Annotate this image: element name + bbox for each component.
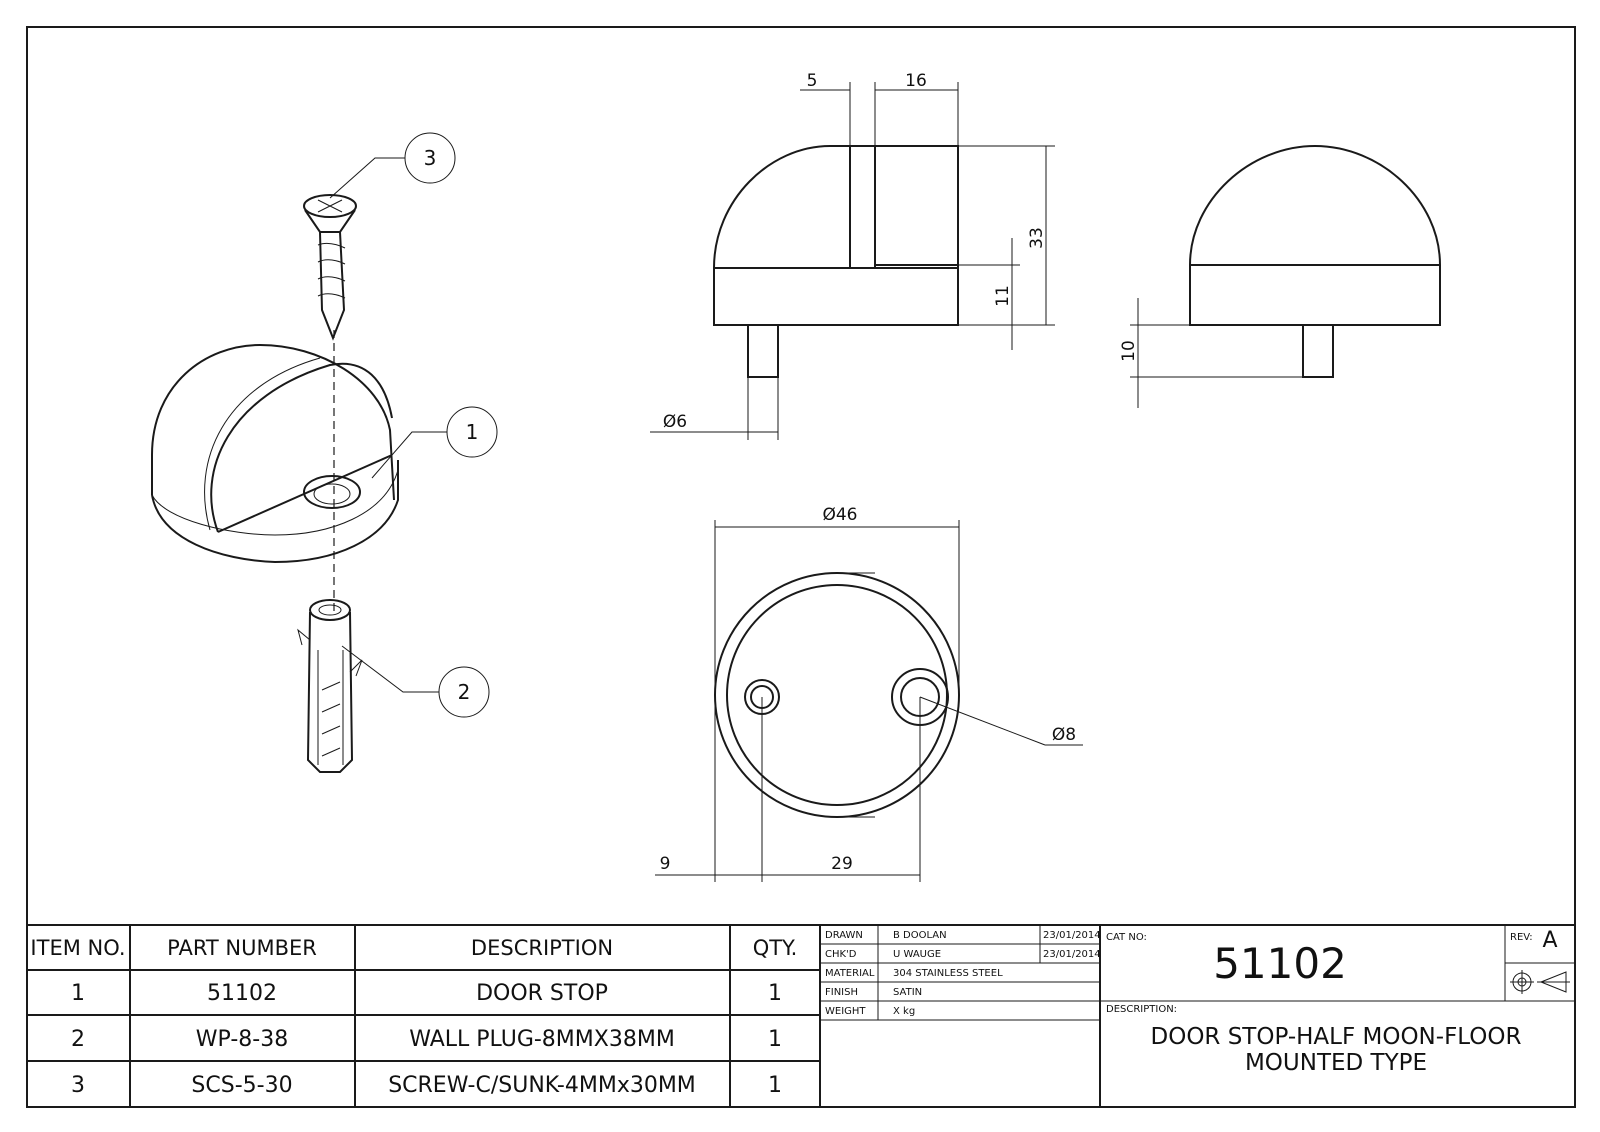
bom-row-item: 3 xyxy=(71,1073,85,1098)
svg-text:Ø8: Ø8 xyxy=(1052,725,1076,745)
bom-row-qty: 1 xyxy=(768,1073,782,1098)
isometric-exploded-view: 3 1 2 xyxy=(151,132,498,773)
side-pin xyxy=(1302,324,1334,378)
rev-value: A xyxy=(1542,928,1557,953)
svg-text:5: 5 xyxy=(807,71,818,91)
bom-row-desc: DOOR STOP xyxy=(476,981,608,1006)
bom-header-part: PART NUMBER xyxy=(167,936,317,960)
weight-label: WEIGHT xyxy=(825,1006,866,1017)
door-stop-body xyxy=(151,343,399,564)
svg-text:9: 9 xyxy=(660,854,671,874)
bom-row-qty: 1 xyxy=(768,1027,782,1052)
svg-text:16: 16 xyxy=(905,71,927,91)
rev-label: REV: xyxy=(1510,932,1533,943)
dim-base: 11 xyxy=(958,238,1020,350)
svg-text:2: 2 xyxy=(458,680,471,704)
bom-table: ITEM NO. PART NUMBER DESCRIPTION QTY. 1 … xyxy=(27,924,821,1107)
side-view: 10 xyxy=(1119,144,1441,408)
dim-top: 5 16 xyxy=(800,71,959,146)
top-view: Ø46 Ø8 9 29 xyxy=(655,505,1083,882)
finish-label: FINISH xyxy=(825,987,858,998)
projection-symbol-icon xyxy=(1510,970,1570,994)
balloon-3: 3 xyxy=(329,132,456,199)
drawn-label: DRAWN xyxy=(825,930,863,941)
description-line-2: MOUNTED TYPE xyxy=(1245,1050,1427,1076)
front-pin xyxy=(747,324,779,378)
bom-row-item: 2 xyxy=(71,1027,85,1052)
svg-text:1: 1 xyxy=(466,420,479,444)
finish-value: SATIN xyxy=(893,987,922,998)
dim-offsets: 9 29 xyxy=(655,695,921,882)
chkd-name: U WAUGE xyxy=(893,949,941,960)
balloon-1: 1 xyxy=(371,406,498,479)
svg-text:Ø46: Ø46 xyxy=(822,505,857,525)
sheet-border xyxy=(26,26,1576,1108)
cat-number: 51102 xyxy=(1213,939,1347,988)
chkd-label: CHK'D xyxy=(825,949,857,960)
dim-pin-length: 10 xyxy=(1119,298,1303,408)
bom-header-item: ITEM NO. xyxy=(30,936,125,960)
description-label: DESCRIPTION: xyxy=(1106,1004,1177,1015)
bom-row-part: SCS-5-30 xyxy=(191,1073,292,1098)
balloon-2: 2 xyxy=(341,645,490,718)
svg-text:29: 29 xyxy=(831,854,853,874)
wall-plug xyxy=(297,599,363,773)
drawn-date: 23/01/2014 xyxy=(1043,930,1101,941)
svg-text:Ø6: Ø6 xyxy=(663,412,687,432)
bom-header-desc: DESCRIPTION xyxy=(471,936,613,960)
drawn-name: B DOOLAN xyxy=(893,930,947,941)
countersunk-screw xyxy=(303,194,357,341)
dim-pin-dia: Ø6 xyxy=(650,377,779,440)
svg-text:11: 11 xyxy=(993,285,1013,307)
front-view: 5 16 33 11 Ø6 xyxy=(650,71,1055,440)
description-line-1: DOOR STOP-HALF MOON-FLOOR xyxy=(1151,1024,1522,1050)
bom-row-part: 51102 xyxy=(207,981,277,1006)
dim-height: 33 xyxy=(958,145,1055,326)
bom-row-desc: WALL PLUG-8MMX38MM xyxy=(409,1027,675,1052)
svg-text:3: 3 xyxy=(424,146,437,170)
screw-hole xyxy=(303,475,361,509)
dim-hole-dia: Ø8 xyxy=(919,696,1083,746)
title-block: DRAWN B DOOLAN 23/01/2014 CHK'D U WAUGE … xyxy=(820,924,1575,1107)
bom-row-desc: SCREW-C/SUNK-4MMx30MM xyxy=(388,1073,696,1098)
chkd-date: 23/01/2014 xyxy=(1043,949,1101,960)
svg-text:10: 10 xyxy=(1119,340,1139,362)
material-value: 304 STAINLESS STEEL xyxy=(893,968,1003,979)
dim-outer-dia: Ø46 xyxy=(714,505,960,695)
material-label: MATERIAL xyxy=(825,968,875,979)
bom-row-qty: 1 xyxy=(768,981,782,1006)
bom-row-part: WP-8-38 xyxy=(196,1027,288,1052)
bom-header-qty: QTY. xyxy=(753,936,798,960)
svg-text:33: 33 xyxy=(1027,227,1047,249)
weight-value: X kg xyxy=(893,1006,915,1017)
bom-row-item: 1 xyxy=(71,981,85,1006)
cat-label: CAT NO: xyxy=(1106,932,1147,943)
